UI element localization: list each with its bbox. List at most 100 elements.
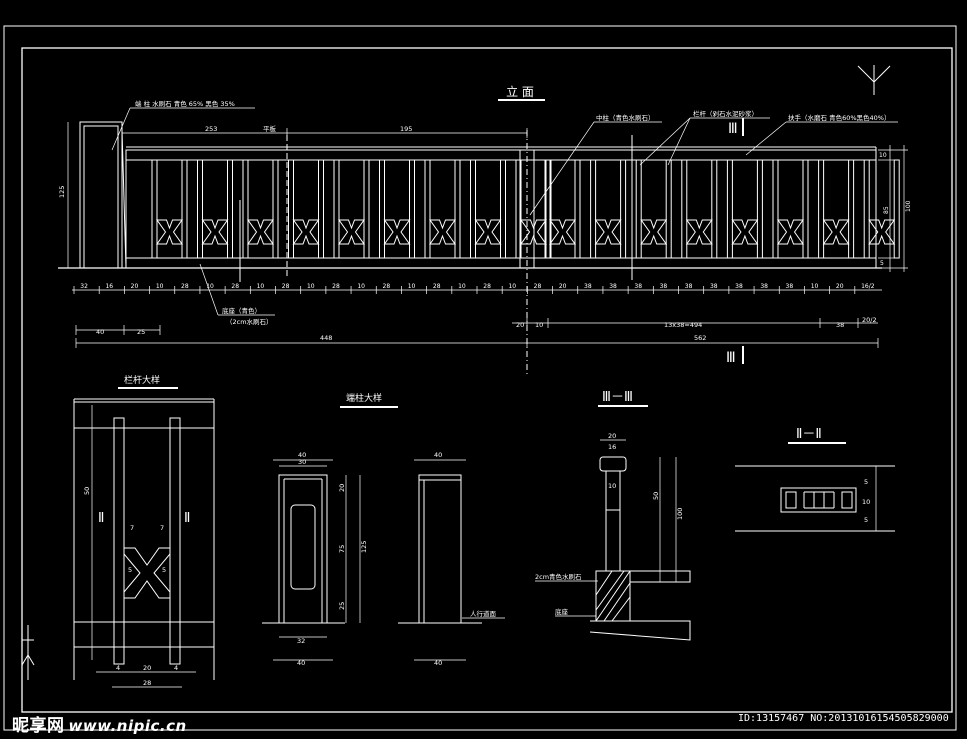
baluster-bar bbox=[288, 159, 294, 259]
elevation-view: 立 面 Ⅲ Ⅲ 端 柱 水刷石 青色 65% 黑色 35% 中柱（青色水刷石） bbox=[58, 84, 912, 375]
dim-10b: 10 bbox=[535, 321, 543, 329]
baluster-bar bbox=[318, 159, 324, 259]
dim-20: 20 bbox=[143, 664, 151, 672]
baluster-bar bbox=[726, 159, 733, 259]
baluster-cross bbox=[685, 219, 713, 245]
baluster-bar bbox=[515, 159, 522, 259]
side-dim-40-bottom: 40 bbox=[434, 659, 442, 667]
baluster-bar bbox=[424, 159, 431, 259]
watermark-url: www.nipic.cn bbox=[68, 717, 187, 735]
baluster-bar bbox=[544, 159, 551, 259]
baluster-detail: 栏杆大样 50 Ⅱ Ⅱ 7 7 5 5 4 20 4 28 bbox=[73, 374, 215, 688]
baluster-bar bbox=[818, 159, 825, 259]
dim-28: 28 bbox=[143, 679, 151, 687]
baluster-cross bbox=[640, 219, 668, 245]
baluster-bar bbox=[151, 159, 158, 259]
inner-frame bbox=[21, 47, 953, 713]
dim-row-label: 28 bbox=[433, 283, 441, 290]
dim-row-label: 10 bbox=[257, 283, 265, 290]
baluster-bar bbox=[181, 159, 188, 259]
baluster-bar bbox=[574, 159, 581, 259]
baluster-bar bbox=[635, 159, 642, 259]
baluster-cross bbox=[429, 219, 456, 245]
baluster-cross bbox=[822, 219, 850, 245]
dim-4b: 4 bbox=[174, 664, 178, 672]
dim-row-label: 38 bbox=[634, 283, 642, 290]
dim-row-label: 16/2 bbox=[861, 283, 875, 290]
dim-row-label: 10 bbox=[811, 283, 819, 290]
elevation-title: 立 面 bbox=[506, 84, 534, 99]
baluster-bar bbox=[893, 159, 900, 259]
baluster-bar bbox=[409, 159, 415, 259]
section-2-2: Ⅱ－Ⅱ 5 10 5 bbox=[735, 427, 895, 532]
dim-row-label: 38 bbox=[760, 283, 768, 290]
dim-100: 100 bbox=[905, 200, 912, 212]
dim-row-label: 10 bbox=[458, 283, 466, 290]
dim-row-label: 38 bbox=[609, 283, 617, 290]
end-post-detail-title: 端柱大样 bbox=[346, 392, 382, 404]
dim-row-label: 10 bbox=[156, 283, 164, 290]
baluster-cross bbox=[731, 219, 759, 245]
baluster-cross bbox=[594, 219, 622, 245]
dim-row-label: 38 bbox=[685, 283, 693, 290]
baluster-bar bbox=[756, 159, 763, 259]
label-end-post: 端 柱 水刷石 青色 65% 黑色 35% bbox=[135, 99, 235, 108]
dim-562: 562 bbox=[694, 334, 706, 342]
dim-5: 5 bbox=[880, 260, 884, 267]
end-post-detail: 端柱大样 40 30 20 75 25 125 32 40 40 40 人行道面 bbox=[262, 392, 505, 667]
baluster-bar bbox=[848, 159, 855, 259]
dim-row-label: 20 bbox=[559, 283, 567, 290]
dim-7a: 7 bbox=[130, 524, 134, 532]
label-handrail: 扶手（水磨石 青色60%黑色40%） bbox=[788, 113, 890, 122]
dim-5a: 5 bbox=[128, 566, 132, 574]
baluster-bar bbox=[197, 159, 203, 259]
dim-row-label: 10 bbox=[307, 283, 315, 290]
s3-base-label: 底座 bbox=[555, 607, 569, 616]
post-dim-125: 125 bbox=[360, 541, 368, 553]
baluster-bar bbox=[620, 159, 627, 259]
dim-row-label: 38 bbox=[786, 283, 794, 290]
s2-dim-5a: 5 bbox=[864, 478, 868, 486]
baluster-bar bbox=[454, 159, 461, 259]
dim-row-label: 16 bbox=[105, 283, 113, 290]
dim-row-label: 28 bbox=[231, 283, 239, 290]
mark-II-right: Ⅱ bbox=[184, 511, 190, 526]
post-dim-75: 75 bbox=[338, 545, 346, 553]
dim-row-label: 28 bbox=[483, 283, 491, 290]
section-3-title: Ⅲ－Ⅲ bbox=[602, 390, 633, 405]
dim-195: 195 bbox=[400, 125, 412, 133]
dim-4a: 4 bbox=[116, 664, 120, 672]
s2-dim-5b: 5 bbox=[864, 516, 868, 524]
baluster-bar bbox=[863, 159, 870, 259]
baluster-bar bbox=[590, 159, 597, 259]
post-dim-40-top: 40 bbox=[298, 451, 306, 459]
baluster-bar bbox=[802, 159, 809, 259]
s2-dim-10: 10 bbox=[862, 498, 870, 506]
dim-row-label: 38 bbox=[710, 283, 718, 290]
baluster-bar bbox=[711, 159, 718, 259]
baluster-bar bbox=[681, 159, 688, 259]
baluster-cross bbox=[474, 219, 502, 245]
baluster-cross bbox=[292, 219, 320, 245]
baluster-cross bbox=[247, 219, 274, 245]
post-dim-30: 30 bbox=[298, 458, 306, 466]
watermark-logo: 昵享网 bbox=[12, 716, 65, 736]
post-dim-32: 32 bbox=[297, 637, 305, 645]
dim-50: 50 bbox=[83, 487, 91, 495]
baluster-bar bbox=[272, 159, 279, 259]
dim-125: 125 bbox=[58, 186, 66, 198]
baluster-detail-title: 栏杆大样 bbox=[124, 374, 160, 386]
dim-row-label: 38 bbox=[660, 283, 668, 290]
dim-10: 10 bbox=[879, 152, 887, 159]
s3-dim-50: 50 bbox=[652, 492, 660, 500]
dim-row-label: 28 bbox=[383, 283, 391, 290]
label-plank: 平板 bbox=[263, 124, 277, 133]
baluster-bar bbox=[379, 159, 385, 259]
s3-dim-10: 10 bbox=[608, 482, 616, 490]
dim-253: 253 bbox=[205, 125, 217, 133]
dim-row-label: 28 bbox=[332, 283, 340, 290]
baluster-cross bbox=[201, 219, 229, 245]
